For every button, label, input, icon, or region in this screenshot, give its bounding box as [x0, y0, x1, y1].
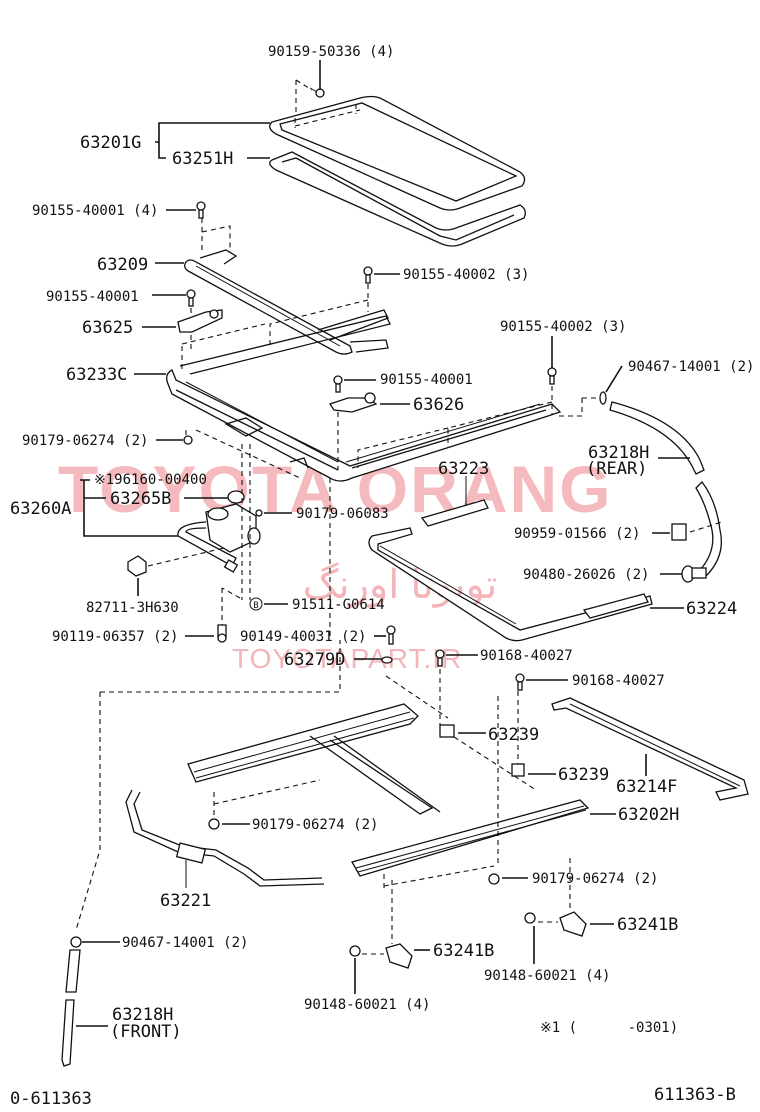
- screw-90155-40001-4: [196, 201, 231, 252]
- label-63241b-left: 63241B: [433, 941, 494, 961]
- shoe-63241b-left: [349, 880, 413, 969]
- label-90179-06083: 90179-06083: [296, 506, 389, 522]
- label-63260a: 63260A: [10, 499, 71, 519]
- label-63223: 63223: [438, 459, 489, 479]
- label-90149-40031: 90149-40031 (2): [240, 629, 366, 645]
- label-91511-g0614: 91511-G0614: [292, 597, 385, 613]
- stoppers-63239: [385, 660, 537, 791]
- label-63209: 63209: [97, 255, 148, 275]
- seal-63251h: [269, 151, 526, 247]
- housing-63233c: [166, 315, 562, 482]
- label-90155-40001-4: 90155-40001 (4): [32, 203, 158, 219]
- label-90155-40001: 90155-40001: [46, 289, 139, 305]
- gear-63265b: [227, 490, 245, 504]
- label-90159-50336: 90159-50336 (4): [268, 44, 394, 60]
- clip-90959-01566: [671, 521, 723, 541]
- screw-90155-40002-right: [357, 367, 583, 468]
- drain-hose-63218h-front: [61, 640, 341, 1067]
- figure-code: 0-611363: [10, 1089, 92, 1109]
- grommet-90480-26026: [681, 565, 707, 583]
- label-90155-40002-b: 90155-40002 (3): [500, 319, 626, 335]
- label-90168-40027-b: 90168-40027: [572, 673, 665, 689]
- channel-63214f: [551, 697, 749, 801]
- callout-b: B: [249, 597, 263, 611]
- diagram-code: 611363-B: [654, 1085, 736, 1105]
- label-90148-60021-left: 90148-60021 (4): [304, 997, 430, 1013]
- watermark-site: TOYOTAPART.IR: [232, 643, 462, 674]
- label-63239-a: 63239: [488, 725, 539, 745]
- label-63221: 63221: [160, 891, 211, 911]
- shoe-63241b-right: [524, 858, 587, 937]
- frame-63209: [184, 249, 389, 355]
- clip-90467-14001-rear: [582, 391, 607, 405]
- label-90467-14001-front: 90467-14001 (2): [122, 935, 248, 951]
- label-63279d: 63279D: [284, 650, 345, 670]
- label-63224: 63224: [686, 599, 737, 619]
- label-90480-26026: 90480-26026 (2): [523, 567, 649, 583]
- label-63239-b: 63239: [558, 765, 609, 785]
- part-labels: 90159-50336 (4) 63201G 63251H 90155-4000…: [10, 44, 754, 1042]
- label-90959-01566: 90959-01566 (2): [514, 526, 640, 542]
- label-63625: 63625: [82, 318, 133, 338]
- label-63218h-rear-sub: (REAR): [586, 459, 647, 479]
- label-63241b-right: 63241B: [617, 915, 678, 935]
- label-63214f: 63214F: [616, 777, 677, 797]
- footnote: ※1 ( -0301): [540, 1020, 678, 1036]
- screw-90155-40002-upper: [269, 266, 373, 346]
- screw-90155-40001-b: [333, 375, 343, 393]
- bracket-63223: [420, 476, 489, 527]
- label-90179-06274-c: 90179-06274 (2): [532, 871, 658, 887]
- screws-90168-40027: [435, 649, 525, 691]
- label-90168-40027-a: 90168-40027: [480, 648, 573, 664]
- label-90467-14001-rear: 90467-14001 (2): [628, 359, 754, 375]
- label-63626: 63626: [413, 395, 464, 415]
- label-90155-40001-b: 90155-40001: [380, 372, 473, 388]
- bracket-63625: [177, 309, 223, 333]
- label-90155-40002-a: 90155-40002 (3): [403, 267, 529, 283]
- label-82711-3h630: 82711-3H630: [86, 600, 179, 616]
- callout-b-letter: B: [253, 601, 258, 611]
- bracket-63224: [582, 593, 649, 619]
- leader-lines: [76, 60, 690, 1027]
- label-63218h-rear: 63218H: [588, 443, 649, 463]
- motor-bolts: [183, 429, 396, 664]
- label-63218h-front: 63218H: [112, 1005, 173, 1025]
- label-63251h: 63251H: [172, 149, 233, 169]
- label-63202h: 63202H: [618, 805, 679, 825]
- rail-63202h: [187, 696, 590, 888]
- label-63218h-front-sub: (FRONT): [110, 1022, 182, 1042]
- screw-90159-50336: [295, 79, 325, 114]
- drain-hose-63218h-rear: [609, 401, 723, 577]
- callout-b-circle: [249, 597, 263, 611]
- label-196160-00400: ※196160-00400: [94, 472, 207, 488]
- cable-63221: [125, 789, 325, 888]
- label-90148-60021-right: 90148-60021 (4): [484, 968, 610, 984]
- nuts-90179-06274: [208, 818, 500, 885]
- bracket-63626: [328, 392, 378, 470]
- label-90179-06274-a: 90179-06274 (2): [22, 433, 148, 449]
- label-90119-06357: 90119-06357 (2): [52, 629, 178, 645]
- label-63265b: 63265B: [110, 489, 171, 509]
- clamp-82711-3h630: [127, 547, 225, 577]
- label-63233c: 63233C: [66, 365, 127, 385]
- motor-63260a: [177, 503, 261, 573]
- label-90179-06274-b: 90179-06274 (2): [252, 817, 378, 833]
- glass-panel-63201g: [269, 95, 526, 211]
- label-63201g: 63201G: [80, 133, 141, 153]
- sunshade-frame: [368, 527, 653, 642]
